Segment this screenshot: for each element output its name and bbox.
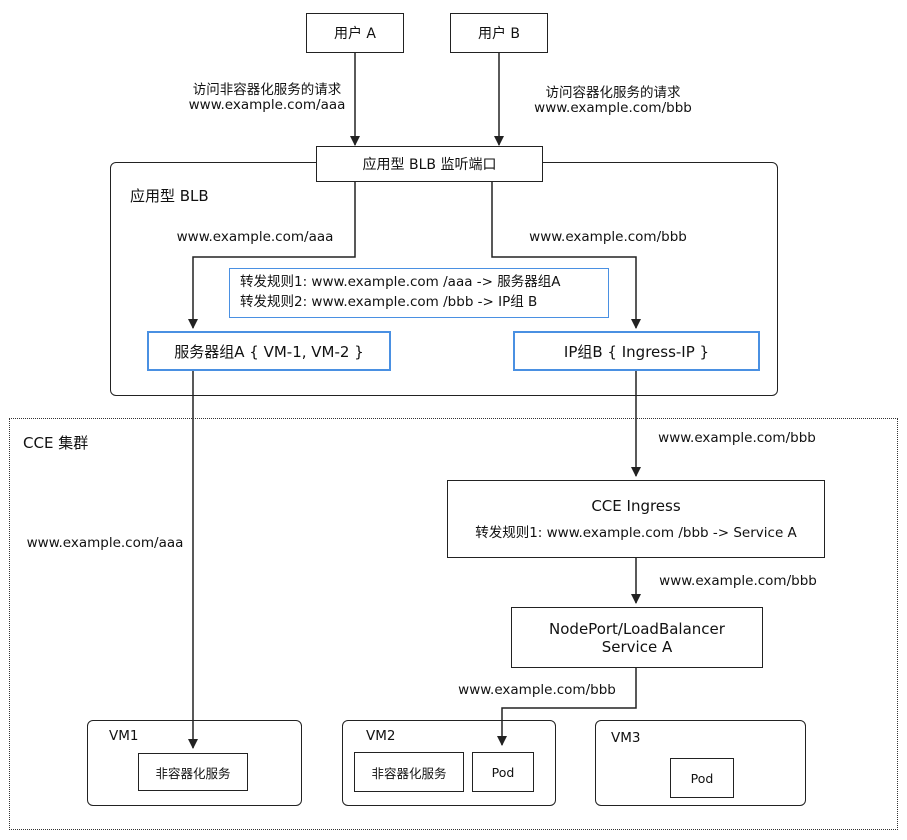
- cce-ingress-title: CCE Ingress: [591, 497, 681, 515]
- cce-path-to-service-label: www.example.com/bbb: [659, 573, 817, 589]
- blb-listener-box: 应用型 BLB 监听端口: [316, 146, 543, 182]
- cce-ingress-box: CCE Ingress 转发规则1: www.example.com /bbb …: [447, 480, 825, 558]
- vm3-title: VM3: [611, 730, 641, 746]
- vm1-container: [87, 720, 302, 806]
- blb-path-aaa-label: www.example.com/aaa: [176, 229, 334, 245]
- vm1-title: VM1: [109, 728, 139, 744]
- arrow-service-to-pod: [497, 667, 637, 746]
- request-a-label-line2: www.example.com/aaa: [188, 97, 346, 113]
- cce-path-aaa-label: www.example.com/aaa: [26, 535, 184, 551]
- arrow-listener-to-ip-group: [491, 182, 641, 329]
- cce-cluster-container: [9, 418, 898, 830]
- blb-rule-2: 转发规则2: www.example.com /bbb -> IP组 B: [240, 294, 538, 310]
- request-b-label-line1: 访问容器化服务的请求: [545, 85, 681, 101]
- blb-forwarding-rules: 转发规则1: www.example.com /aaa -> 服务器组A 转发规…: [229, 268, 609, 318]
- blb-path-bbb-label: www.example.com/bbb: [529, 229, 687, 245]
- vm1-non-container-service: 非容器化服务: [138, 753, 248, 791]
- service-a-line2: Service A: [601, 637, 673, 656]
- vm2-pod: Pod: [472, 752, 534, 792]
- vm3-container: [595, 720, 806, 806]
- blb-rule-1: 转发规则1: www.example.com /aaa -> 服务器组A: [240, 274, 561, 290]
- service-a-box: NodePort/LoadBalancer Service A: [511, 607, 763, 668]
- user-a-box: 用户 A: [306, 13, 404, 53]
- ip-group-b-box: IP组B { Ingress-IP }: [513, 331, 760, 371]
- cce-ingress-rule: 转发规则1: www.example.com /bbb -> Service A: [475, 525, 797, 541]
- cce-cluster-title: CCE 集群: [23, 434, 89, 452]
- blb-title: 应用型 BLB: [130, 187, 209, 205]
- service-a-line1: NodePort/LoadBalancer: [549, 619, 725, 638]
- arrow-listener-to-server-group: [188, 182, 356, 329]
- vm2-container: [342, 720, 556, 806]
- user-b-box: 用户 B: [450, 13, 548, 53]
- cce-path-to-pod-label: www.example.com/bbb: [458, 682, 616, 698]
- vm2-title: VM2: [366, 728, 396, 744]
- request-a-label-line1: 访问非容器化服务的请求: [192, 82, 342, 98]
- vm2-non-container-service: 非容器化服务: [354, 752, 464, 792]
- request-b-label-line2: www.example.com/bbb: [534, 100, 692, 116]
- cce-path-to-ingress-label: www.example.com/bbb: [658, 430, 816, 446]
- server-group-a-box: 服务器组A { VM-1, VM-2 }: [147, 331, 391, 371]
- vm3-pod: Pod: [670, 758, 734, 798]
